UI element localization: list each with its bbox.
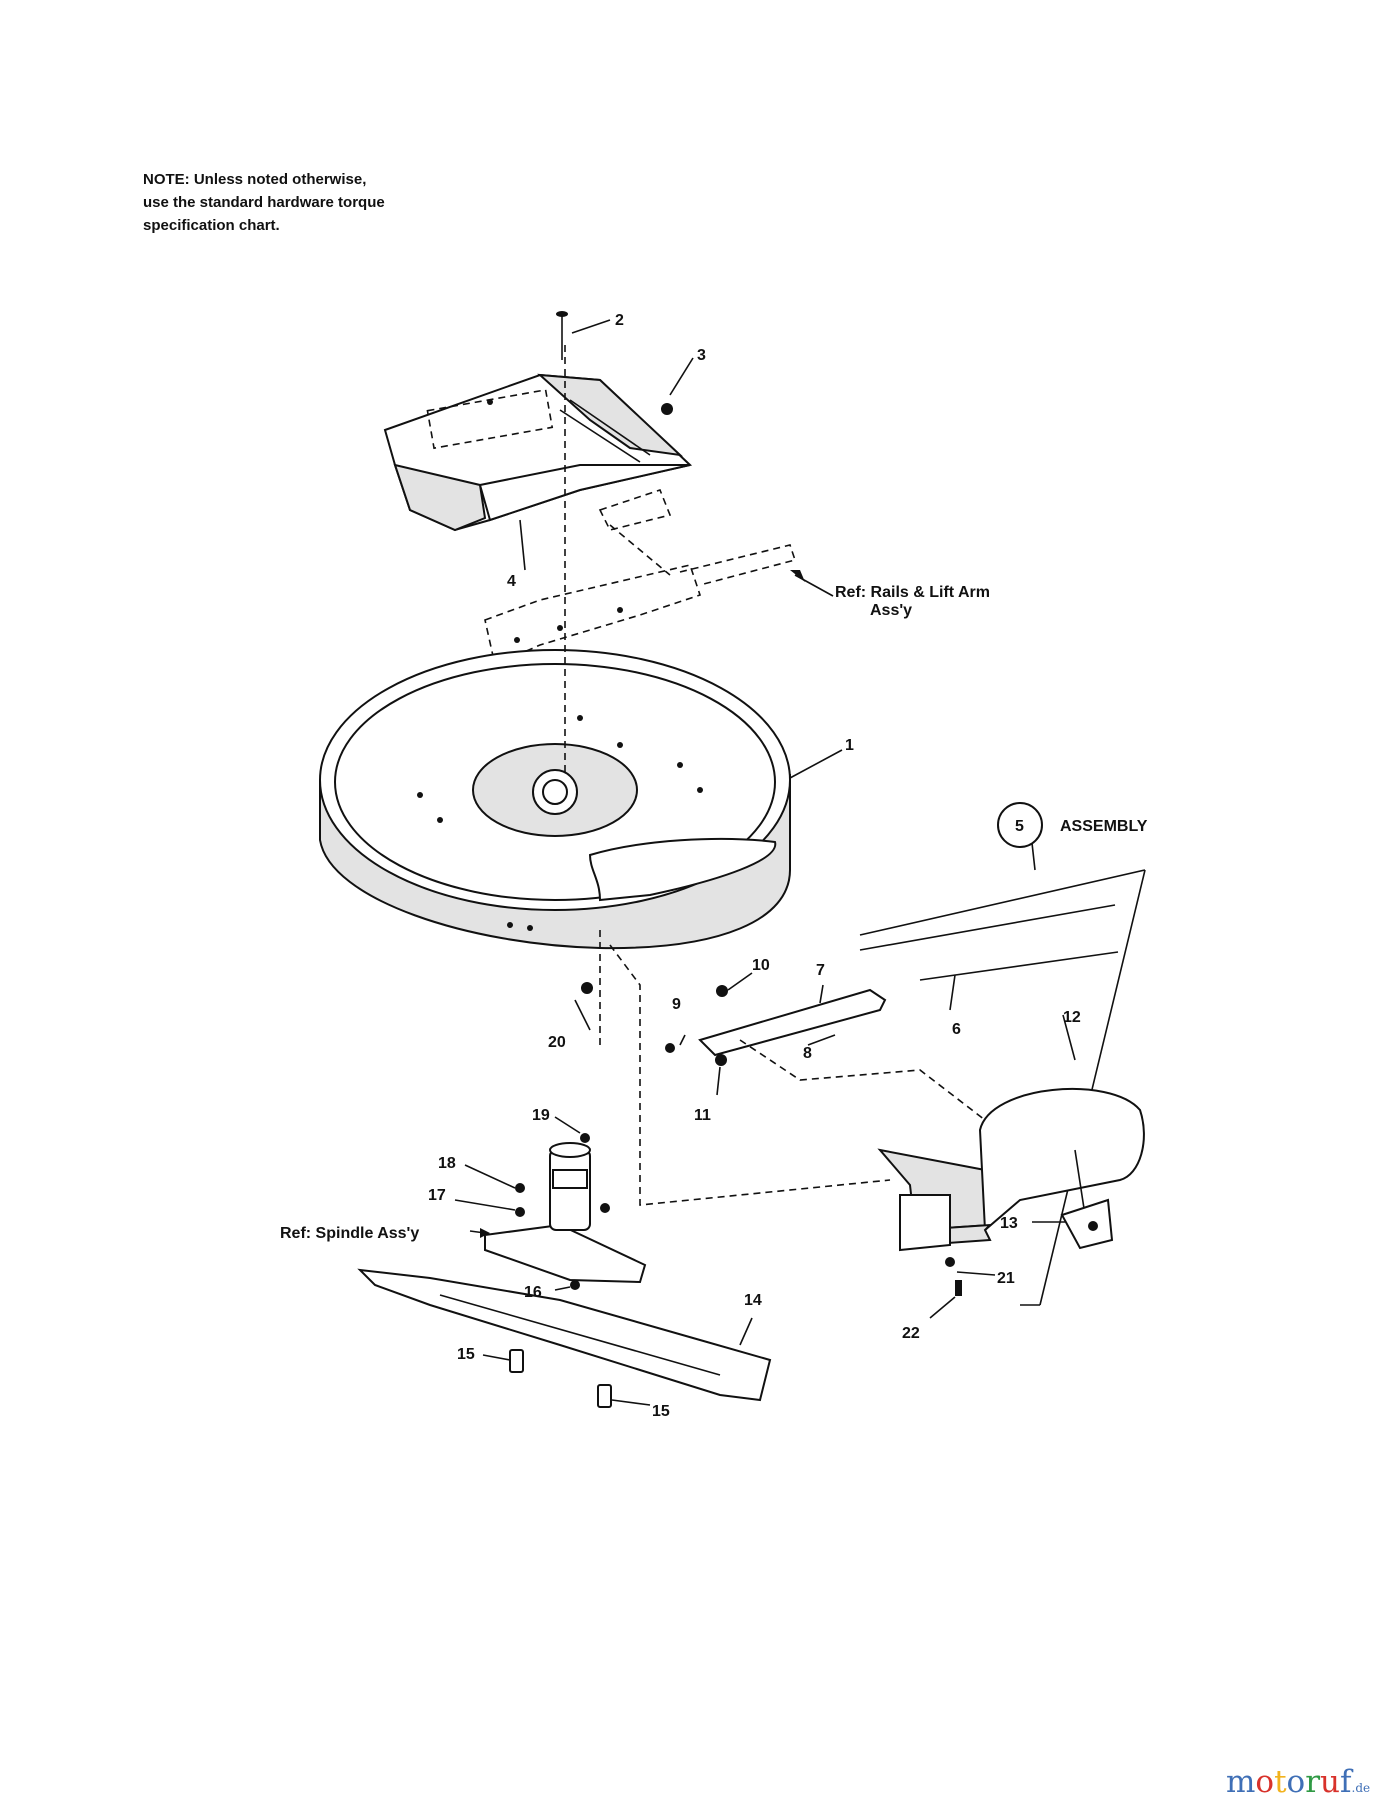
callout-13: 13	[1000, 1215, 1018, 1232]
note-line-3: specification chart.	[143, 217, 280, 234]
callout-15-left: 15	[457, 1346, 475, 1363]
callout-2: 2	[615, 312, 624, 329]
callout-8: 8	[803, 1045, 812, 1062]
callout-1: 1	[845, 737, 854, 754]
ref-spindle-assy: Ref: Spindle Ass'y	[280, 1225, 419, 1242]
callout-19: 19	[532, 1107, 550, 1124]
chute-bracket	[698, 988, 986, 1121]
callout-10: 10	[752, 957, 770, 974]
callout-9: 9	[672, 996, 681, 1013]
callout-17: 17	[428, 1187, 446, 1204]
callout-22: 22	[902, 1325, 920, 1342]
discharge-chute	[877, 1087, 1145, 1252]
chute-assembly-panel	[859, 869, 1146, 1306]
mower-blade	[357, 1268, 772, 1408]
callout-7: 7	[816, 962, 825, 979]
note-line-2: use the standard hardware torque	[143, 194, 385, 211]
watermark-letter: t	[1274, 1764, 1287, 1800]
spindle	[484, 1133, 647, 1290]
callout-21: 21	[997, 1270, 1015, 1287]
ref-rails-lift-arm: Ref: Rails & Lift Arm	[835, 584, 990, 601]
callout-6: 6	[952, 1021, 961, 1038]
note-line-1: NOTE: Unless noted otherwise,	[143, 171, 367, 188]
callout-3: 3	[697, 347, 706, 364]
deck-housing	[319, 649, 791, 950]
watermark-logo: motoruf.de	[1226, 1764, 1370, 1800]
callout-15-right: 15	[652, 1403, 670, 1420]
ref-rails-lift-arm-assy: Ass'y	[870, 602, 912, 619]
callout-5: 5	[1015, 818, 1024, 835]
deck-cover	[383, 373, 693, 532]
callout-12: 12	[1063, 1009, 1081, 1026]
watermark-letter: o	[1286, 1764, 1306, 1800]
lift-arm-bracket-ref	[484, 489, 797, 667]
assembly-label: ASSEMBLY	[1060, 818, 1148, 835]
callout-16: 16	[524, 1284, 542, 1301]
hardware	[556, 311, 962, 1296]
watermark-letter: o	[1255, 1764, 1275, 1800]
callout-20: 20	[548, 1034, 566, 1051]
watermark-letter: r	[1305, 1764, 1321, 1800]
watermark-letter: u	[1320, 1764, 1341, 1800]
torque-note: NOTE: Unless noted otherwise, use the st…	[143, 168, 385, 237]
callout-11: 11	[694, 1107, 711, 1124]
callout-4: 4	[507, 573, 516, 590]
callout-14: 14	[744, 1292, 762, 1309]
callout-18: 18	[438, 1155, 456, 1172]
watermark-suffix: .de	[1351, 1781, 1371, 1795]
watermark-letter: m	[1226, 1764, 1256, 1800]
watermark-letter: f	[1340, 1764, 1352, 1800]
assembly-callout-circle	[997, 802, 1043, 848]
